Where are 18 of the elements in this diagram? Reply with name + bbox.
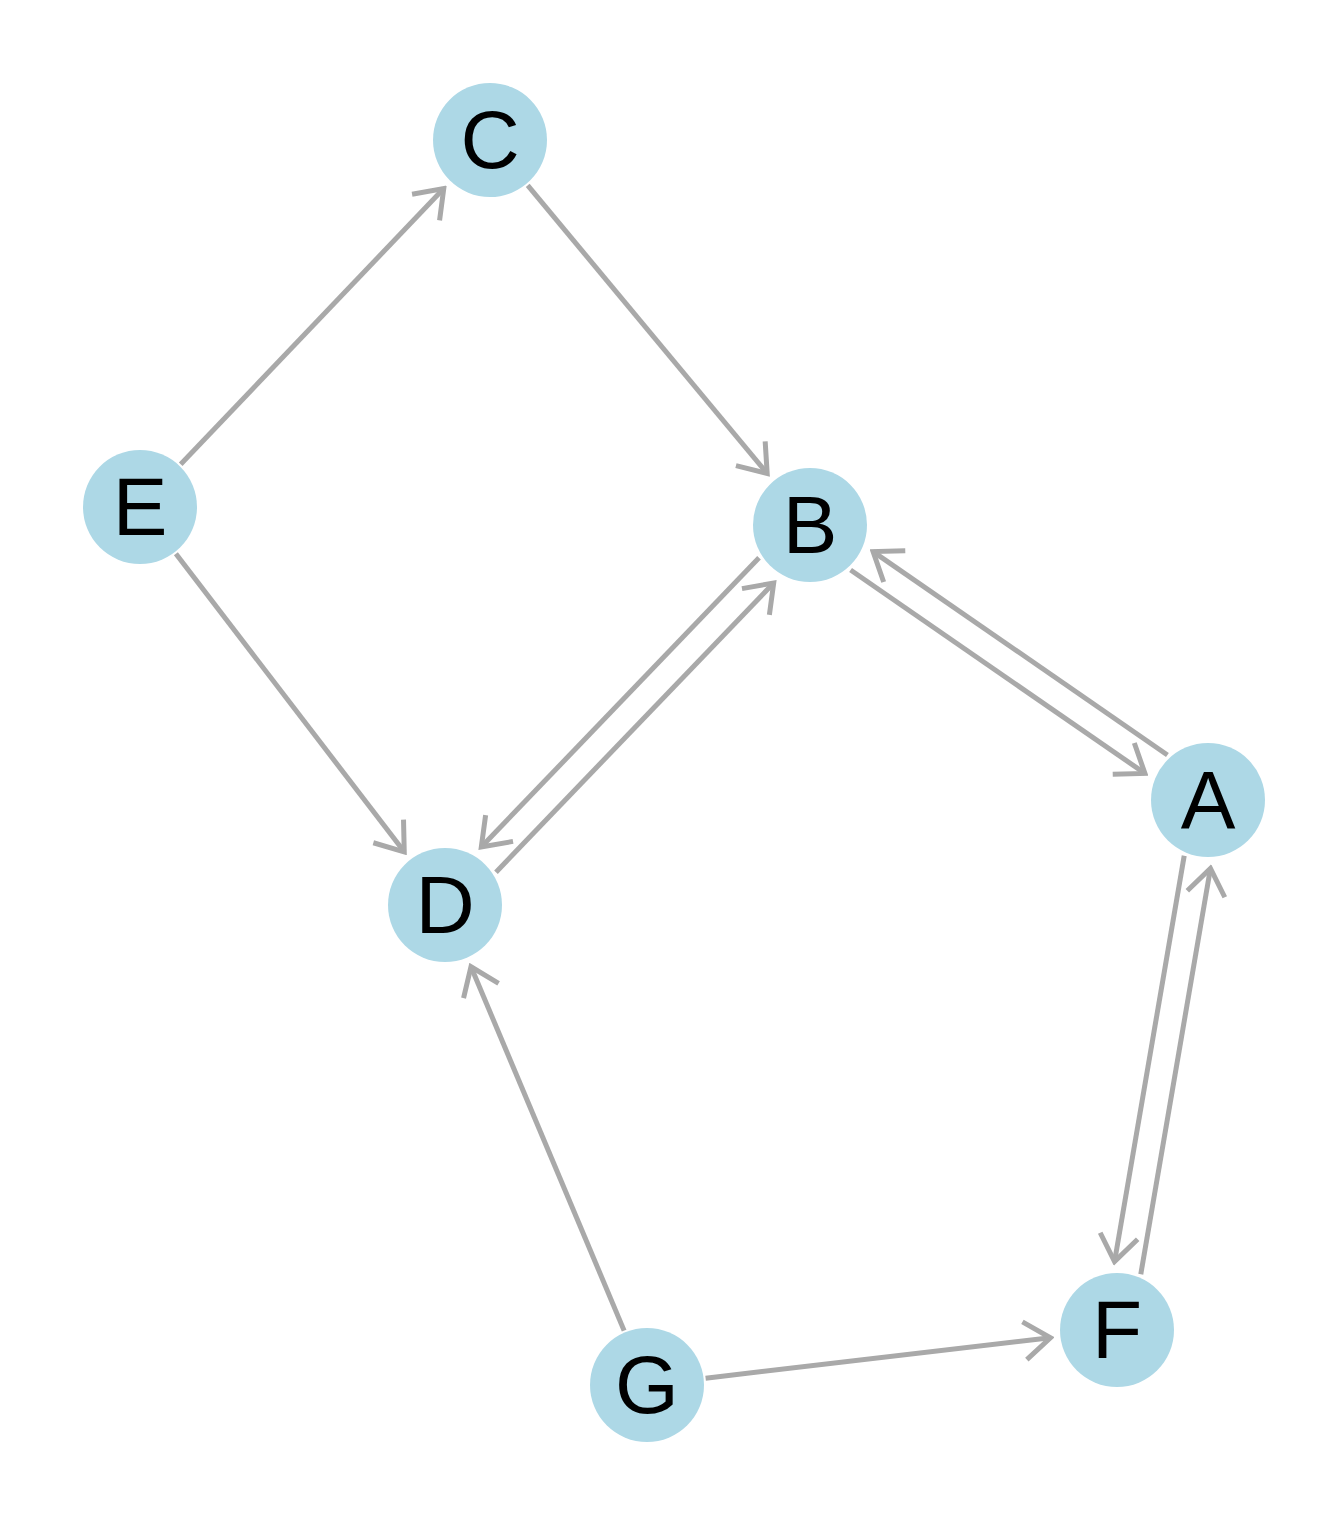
arrow xyxy=(870,548,1169,757)
graph-node: B xyxy=(753,468,867,582)
graph-node: D xyxy=(388,848,502,962)
arrow xyxy=(525,183,770,476)
arrow xyxy=(461,964,627,1332)
arrow xyxy=(173,552,407,855)
arrow xyxy=(1138,865,1228,1275)
graph-node: A xyxy=(1151,743,1265,857)
arrow xyxy=(494,580,777,874)
arrow xyxy=(849,568,1148,777)
graph-node: C xyxy=(433,83,547,197)
graph-node: F xyxy=(1060,1273,1174,1387)
graph-node: E xyxy=(83,450,197,564)
arrow xyxy=(478,556,761,850)
arrow xyxy=(705,1319,1053,1381)
graph-node: G xyxy=(590,1328,704,1442)
arrow xyxy=(178,186,447,467)
arrow xyxy=(1097,855,1187,1265)
